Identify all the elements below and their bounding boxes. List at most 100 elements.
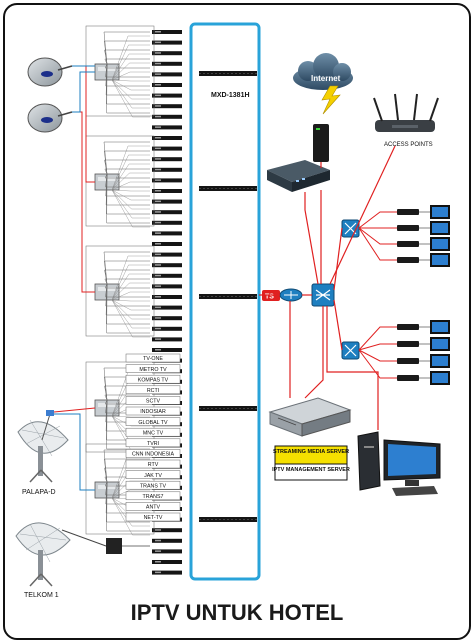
receiver-display (155, 73, 161, 75)
receiver-display (155, 550, 161, 552)
coax-branch (111, 497, 150, 527)
coax-branch (111, 189, 150, 192)
set-top-box-icon (397, 375, 419, 381)
receiver-unit (152, 549, 182, 554)
receiver-unit (152, 189, 182, 193)
modem-icon (313, 124, 329, 162)
room-cable (358, 227, 397, 245)
coax-branch (111, 255, 150, 301)
receiver-unit (152, 72, 182, 77)
receiver-unit (152, 40, 182, 45)
coax-branch (104, 283, 150, 289)
receiver-display (155, 253, 161, 256)
coax-branch (111, 415, 150, 418)
coax-branch (104, 150, 150, 175)
channel-label-box (125, 512, 181, 522)
receiver-unit (152, 316, 182, 321)
lnb-cable (72, 111, 95, 293)
coax-branch (111, 273, 150, 301)
receiver-unit (152, 273, 182, 278)
receiver-unit (152, 104, 182, 109)
coax-branch (111, 44, 150, 81)
receiver-unit (152, 146, 182, 151)
coax-branch (104, 458, 150, 483)
room-cable (358, 349, 397, 379)
palapa-cable (54, 413, 95, 491)
receiver-display (155, 190, 161, 192)
coax-branch (111, 79, 150, 82)
receiver-unit (152, 30, 182, 34)
lnb-cable (72, 65, 95, 183)
channel-label-box (125, 353, 181, 363)
receiver-display (155, 137, 161, 139)
coax-branch (103, 141, 150, 175)
receiver-display (155, 52, 161, 54)
network-link (329, 145, 396, 285)
coax-branch (111, 53, 150, 81)
coax-branch (111, 299, 150, 338)
network-link (333, 299, 343, 351)
receiver-display (155, 561, 161, 563)
internet-cloud (293, 53, 353, 115)
receiver-unit (152, 263, 182, 268)
coax-branch (104, 269, 150, 285)
distribution-switch-2 (341, 341, 360, 360)
channel-label-box (125, 374, 181, 384)
channel-label: TRANS TV (140, 483, 167, 489)
core-switch-icon (311, 283, 335, 307)
channel-label: TVRI (147, 441, 159, 447)
coax-branch (104, 173, 150, 179)
set-top-box-icon (397, 341, 419, 347)
coax-branch (111, 189, 150, 210)
receiver-display (155, 31, 161, 33)
modulator-units (199, 71, 257, 522)
receiver-display (155, 62, 161, 65)
receiver-display (155, 200, 161, 203)
coax-branch (111, 79, 150, 100)
telkom-splitter (106, 538, 122, 554)
receiver-display (155, 274, 161, 277)
receiver-display (155, 168, 161, 171)
receiver-display (155, 349, 161, 351)
coax-branch (111, 299, 150, 329)
channel-label: RCTI (147, 388, 159, 394)
receiver-display (155, 221, 161, 224)
coax-branch (111, 189, 150, 201)
coax-branch (104, 394, 150, 401)
network-link (333, 227, 343, 291)
coax-branch (105, 63, 150, 78)
coax-branch (104, 159, 150, 175)
diagram-border (3, 3, 471, 640)
tv-screen (432, 322, 448, 332)
tv-screen (432, 373, 448, 383)
channel-label: JAK TV (144, 473, 162, 479)
coax-branch (111, 79, 150, 118)
switch-group-outline (85, 245, 155, 337)
coax-branch (111, 282, 150, 301)
receiver-unit (152, 284, 182, 289)
telkom-label: TELKOM 1 (24, 592, 59, 599)
diagram-title: IPTV UNTUK HOTEL (131, 600, 344, 625)
telkom-dish (15, 522, 71, 587)
channel-label: SCTV (146, 399, 161, 405)
channel-label-box (125, 438, 181, 448)
receiver-unit (152, 305, 182, 310)
network-connections (259, 145, 396, 430)
receiver-display (155, 317, 161, 319)
channel-label: KOMPAS TV (138, 377, 169, 383)
channel-label-box (125, 449, 181, 458)
network-link (326, 306, 379, 430)
coax-branch (104, 49, 150, 65)
ts-label: TS (265, 294, 274, 301)
receiver-unit (152, 167, 182, 172)
receiver-unit (152, 326, 182, 331)
tv-screen (432, 356, 448, 366)
channel-label: CNN INDONESIA (132, 452, 175, 458)
channel-label: MNC TV (143, 430, 164, 436)
lnb-cable (72, 71, 95, 113)
receiver-display (155, 529, 161, 531)
channel-label-box (125, 385, 181, 395)
coax-branch (106, 283, 150, 334)
coax-branch (105, 173, 150, 188)
